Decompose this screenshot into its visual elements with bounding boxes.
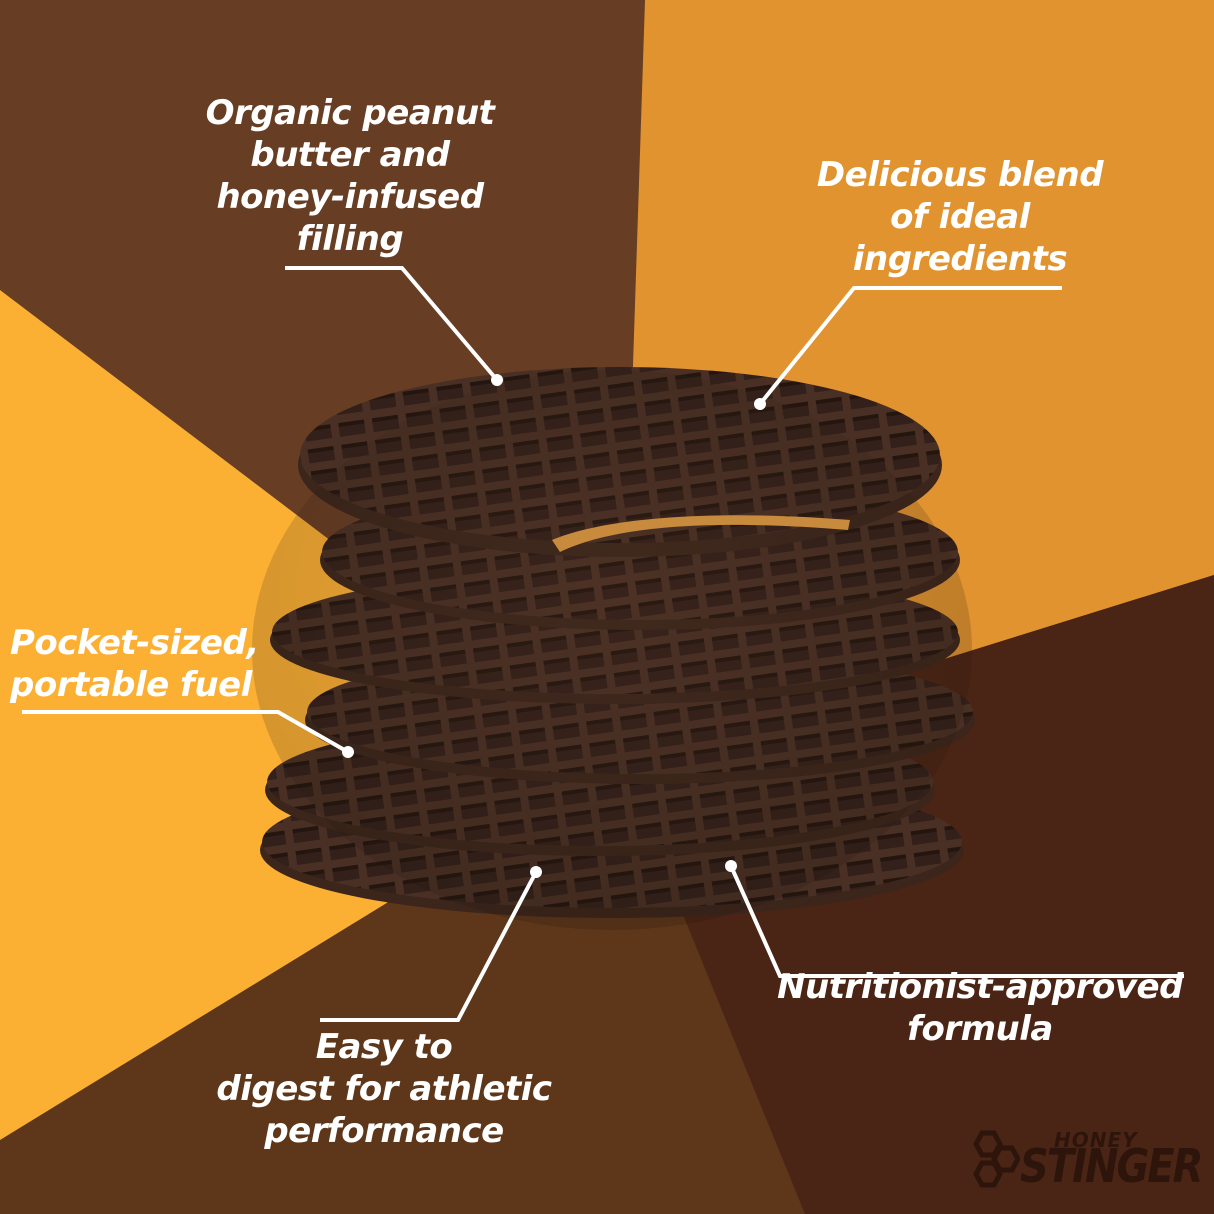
callout-easy-digest: Easy to digest for athletic performance <box>216 1027 552 1151</box>
honey-stinger-logo: HONEY STINGER <box>968 1128 1203 1193</box>
callout-dots <box>342 374 766 878</box>
callout-pocket-sized: Pocket-sized, portable fuel <box>10 623 259 705</box>
logo-honey-text: HONEY <box>1054 1128 1138 1152</box>
filling <box>552 515 850 552</box>
cookie-stack-image <box>252 367 975 930</box>
honeycomb-icon <box>973 1130 1020 1188</box>
callout-nutritionist-approved: Nutritionist-approved formula <box>777 967 1183 1049</box>
callout-organic-filling: Organic peanut butter and honey-infused … <box>205 93 495 259</box>
callout-delicious-blend: Delicious blend of ideal ingredients <box>816 155 1104 279</box>
logo-stinger-text: STINGER <box>1020 1140 1203 1194</box>
leader-lines <box>22 266 1184 1022</box>
